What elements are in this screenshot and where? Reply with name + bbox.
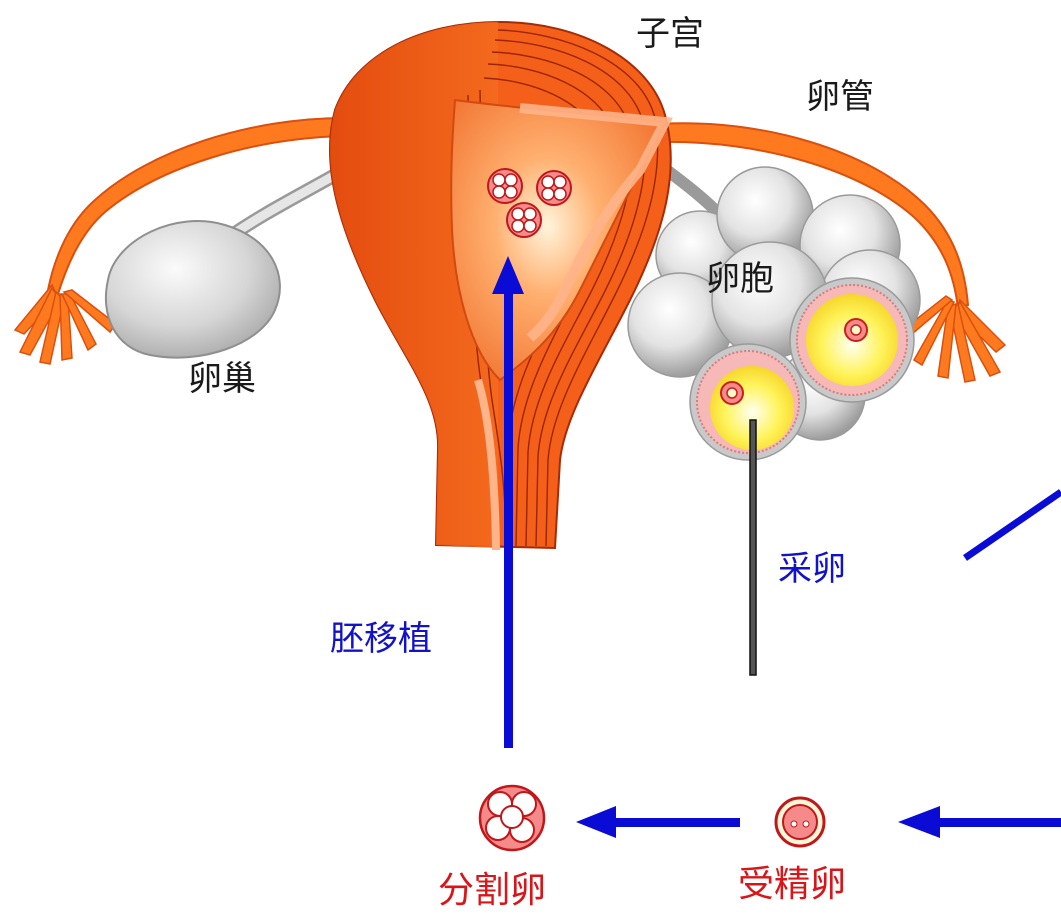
ovary-left [106, 175, 335, 358]
label-fallopian-tube: 卵管 [806, 77, 874, 117]
fertilized-egg-icon [776, 798, 824, 846]
embryo-in-uterus-1 [488, 169, 522, 203]
embryo-in-uterus-3 [507, 203, 541, 237]
mature-follicle-1 [790, 278, 914, 402]
label-cleavage-egg: 分割卵 [438, 870, 546, 911]
arrow-to-fertilized [898, 806, 1061, 838]
incoming-diagonal-arrow [965, 492, 1061, 558]
label-fertilized-egg: 受精卵 [738, 864, 846, 905]
embryo-in-uterus-2 [537, 171, 571, 205]
label-follicle: 卵胞 [706, 259, 774, 299]
label-ovary: 卵巢 [188, 359, 256, 399]
label-egg-retrieval: 采卵 [778, 549, 846, 589]
arrow-to-cleavage [576, 806, 740, 838]
label-embryo-transfer: 胚移植 [330, 619, 432, 659]
mature-follicle-2 [690, 344, 806, 460]
label-uterus: 子宫 [636, 14, 704, 54]
cleavage-embryo-icon [480, 786, 544, 850]
retrieval-needle [750, 420, 756, 675]
